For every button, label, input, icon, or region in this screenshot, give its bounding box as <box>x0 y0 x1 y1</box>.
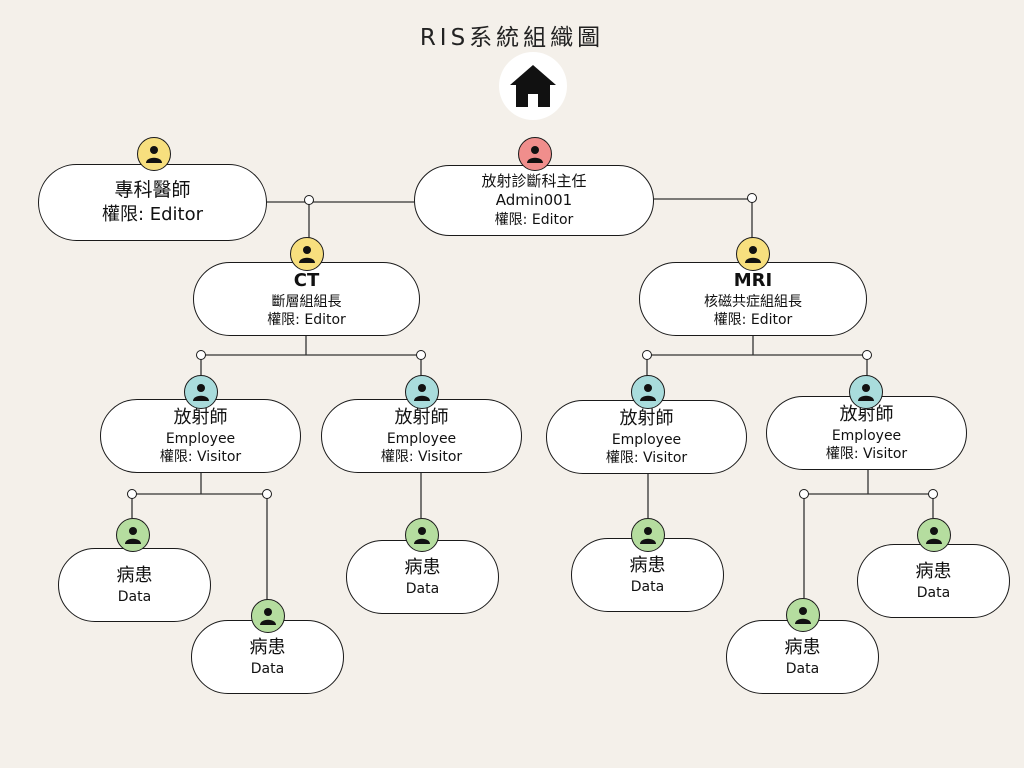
node-data: Data <box>785 660 820 677</box>
node-role: Employee <box>611 431 682 448</box>
node-radiographer[interactable]: 放射師 Employee 權限: Visitor <box>100 399 301 473</box>
node-title: 病患 <box>249 637 286 659</box>
junction-dot <box>862 350 872 360</box>
avatar <box>405 518 439 552</box>
node-director[interactable]: 放射診斷科主任 Admin001 權限: Editor <box>414 165 654 236</box>
node-title: 放射師 <box>173 407 228 429</box>
node-permission: 權限: Editor <box>267 311 346 328</box>
junction-dot <box>262 489 272 499</box>
junction-dot <box>799 489 809 499</box>
junction-dot <box>127 489 137 499</box>
avatar <box>116 518 150 552</box>
avatar <box>290 237 324 271</box>
junction-dot <box>416 350 426 360</box>
home-icon <box>510 65 556 107</box>
node-permission: 權限: Visitor <box>605 449 688 466</box>
avatar <box>786 598 820 632</box>
page-title: RIS系統組織圖 <box>419 25 605 51</box>
node-role: 核磁共症組組長 <box>704 293 802 310</box>
node-title: 放射師 <box>394 407 449 429</box>
node-title: 病患 <box>915 561 952 583</box>
node-patient[interactable]: 病患 Data <box>726 620 879 694</box>
person-icon <box>926 527 942 544</box>
person-icon <box>414 527 430 544</box>
node-radiographer[interactable]: 放射師 Employee 權限: Visitor <box>546 400 747 474</box>
node-title: 放射診斷科主任 <box>481 171 587 190</box>
node-patient[interactable]: 病患 Data <box>857 544 1010 618</box>
avatar <box>518 137 552 171</box>
node-title: 病患 <box>116 565 153 587</box>
avatar <box>736 237 770 271</box>
node-patient[interactable]: 病患 Data <box>58 548 211 622</box>
node-specialist[interactable]: 專科醫師 權限: Editor <box>38 164 267 241</box>
person-icon <box>640 527 656 544</box>
person-icon <box>640 384 656 401</box>
node-role: Employee <box>831 427 902 444</box>
node-title: 放射師 <box>839 404 894 426</box>
node-data: Data <box>916 584 951 601</box>
avatar <box>137 137 171 171</box>
node-title: 病患 <box>784 637 821 659</box>
junction-dot <box>304 195 314 205</box>
node-title: CT <box>293 270 320 292</box>
node-patient[interactable]: 病患 Data <box>346 540 499 614</box>
junction-dot <box>642 350 652 360</box>
person-icon <box>260 608 276 625</box>
junction-dot <box>196 350 206 360</box>
node-data: Data <box>117 588 152 605</box>
avatar <box>631 375 665 409</box>
person-icon <box>193 384 209 401</box>
home-button[interactable] <box>499 52 567 120</box>
node-permission: 權限: Editor <box>101 204 204 226</box>
node-role: Employee <box>386 430 457 447</box>
node-data: Data <box>250 660 285 677</box>
avatar <box>917 518 951 552</box>
node-title: 放射師 <box>619 408 674 430</box>
node-title: 病患 <box>404 557 441 579</box>
node-title: 病患 <box>629 555 666 577</box>
node-account: Admin001 <box>495 191 573 210</box>
node-role: 斷層組組長 <box>271 293 342 310</box>
node-permission: 權限: Editor <box>494 211 574 228</box>
node-title: MRI <box>733 270 773 292</box>
node-permission: 權限: Editor <box>713 311 793 328</box>
node-mri-leader[interactable]: MRI 核磁共症組組長 權限: Editor <box>639 262 867 336</box>
node-ct-leader[interactable]: CT 斷層組組長 權限: Editor <box>193 262 420 336</box>
junction-dot <box>928 489 938 499</box>
person-icon <box>414 384 430 401</box>
avatar <box>405 375 439 409</box>
person-icon <box>795 607 811 624</box>
person-icon <box>125 527 141 544</box>
node-permission: 權限: Visitor <box>380 448 463 465</box>
node-permission: 權限: Visitor <box>159 448 242 465</box>
person-icon <box>858 384 874 401</box>
person-icon <box>146 146 162 163</box>
person-icon <box>745 246 761 263</box>
node-data: Data <box>405 580 440 597</box>
node-permission: 權限: Visitor <box>825 445 908 462</box>
node-radiographer[interactable]: 放射師 Employee 權限: Visitor <box>321 399 522 473</box>
node-title: 專科醫師 <box>114 179 191 202</box>
node-data: Data <box>630 578 665 595</box>
avatar <box>631 518 665 552</box>
person-icon <box>299 246 315 263</box>
avatar <box>251 599 285 633</box>
junction-dot <box>747 193 757 203</box>
person-icon <box>527 146 543 163</box>
avatar <box>849 375 883 409</box>
avatar <box>184 375 218 409</box>
node-role: Employee <box>165 430 236 447</box>
